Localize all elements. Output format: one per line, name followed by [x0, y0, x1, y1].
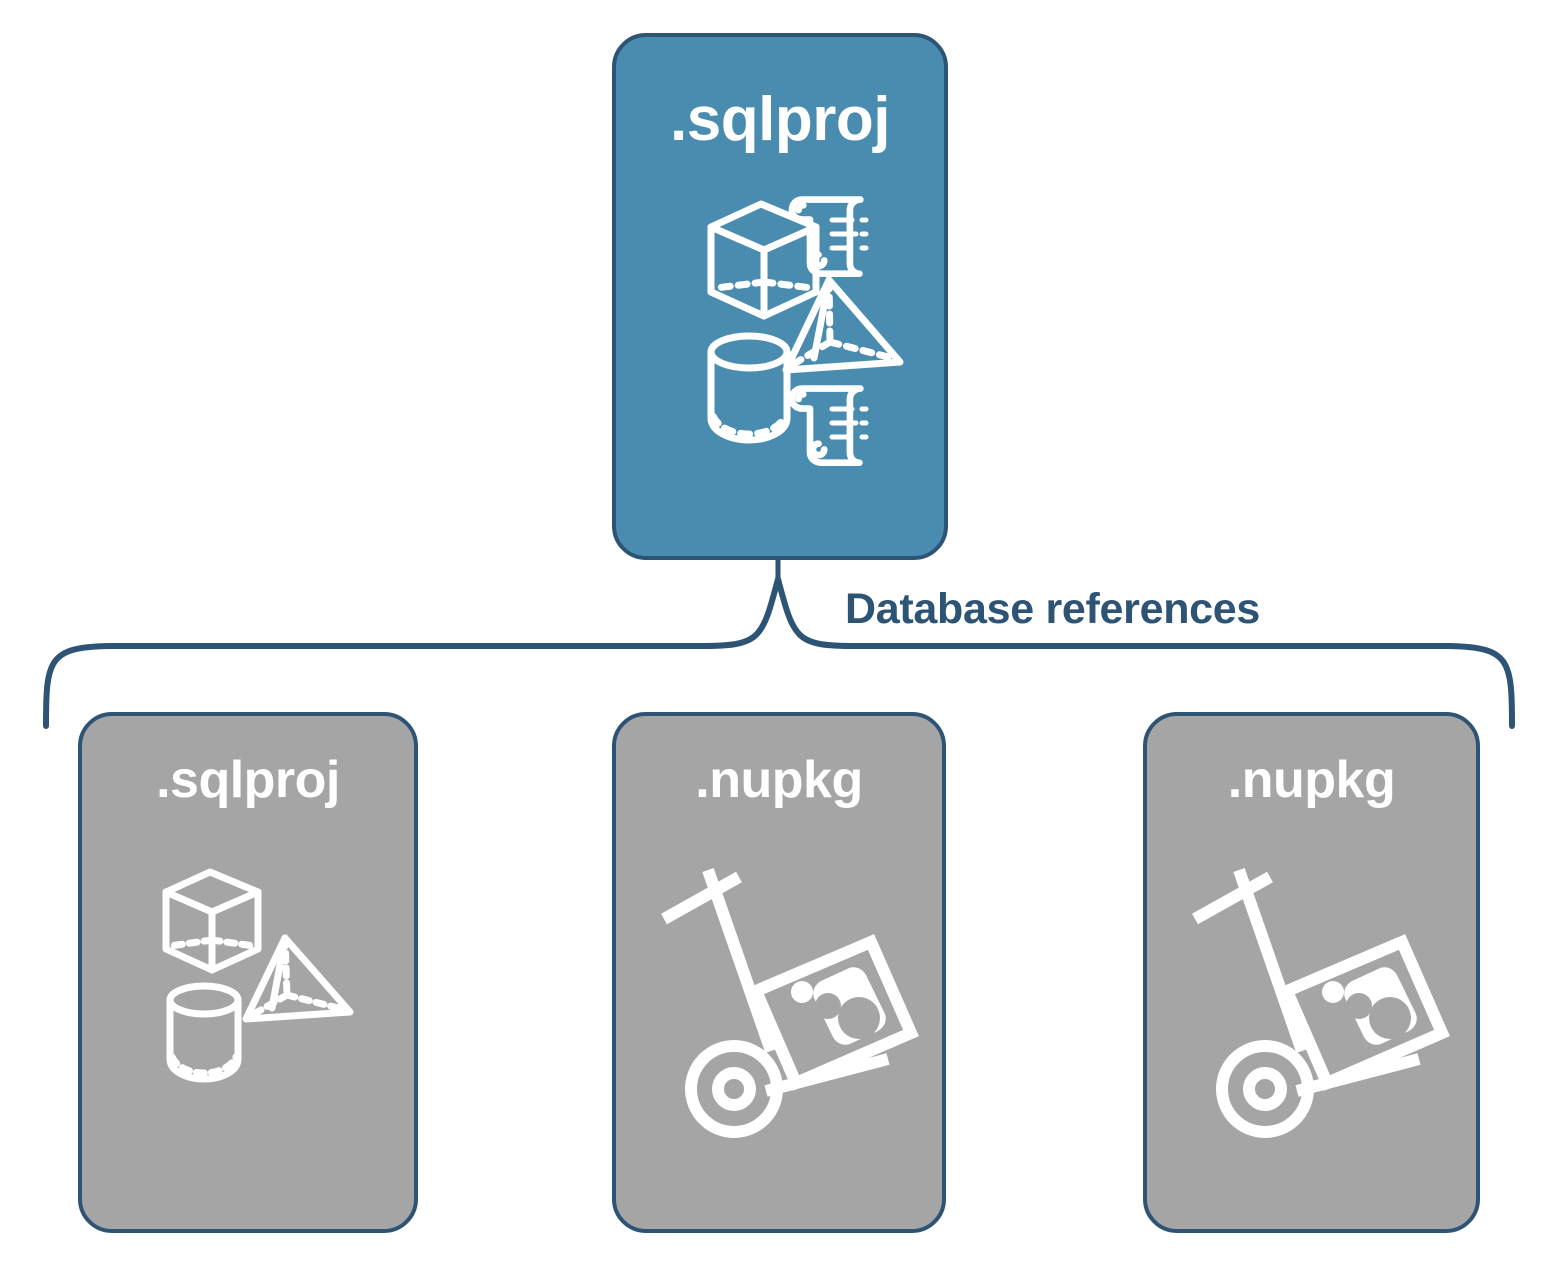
connector-brace [43, 576, 1515, 729]
connector-label: Database references [845, 585, 1260, 633]
cylinder-icon [707, 332, 791, 444]
node-reference-sqlproj[interactable]: .sqlproj [78, 712, 418, 1233]
node-reference-nupkg-2[interactable]: .nupkg [1143, 712, 1480, 1233]
cube-icon [707, 200, 820, 320]
cube-icon [162, 868, 262, 974]
nupkg-icon-group-1 [661, 868, 919, 1138]
scroll-icon [788, 385, 869, 467]
node-title: .nupkg [695, 751, 863, 809]
root-icon-group [707, 196, 904, 467]
package-dolly-icon [661, 868, 919, 1138]
node-reference-nupkg-1[interactable]: .nupkg [612, 712, 946, 1233]
node-title: .sqlproj [156, 751, 340, 809]
node-root-sqlproj[interactable]: .sqlproj [612, 33, 948, 560]
node-title: .sqlproj [670, 85, 890, 154]
package-dolly-icon [1192, 868, 1450, 1138]
pyramid-icon [242, 934, 354, 1023]
scroll-icon [788, 196, 869, 278]
reference-sqlproj-icon-group [162, 868, 354, 1083]
pyramid-icon [782, 276, 904, 374]
nupkg-icon-group-2 [1192, 868, 1450, 1138]
node-title: .nupkg [1227, 751, 1396, 809]
cylinder-icon [166, 982, 242, 1083]
